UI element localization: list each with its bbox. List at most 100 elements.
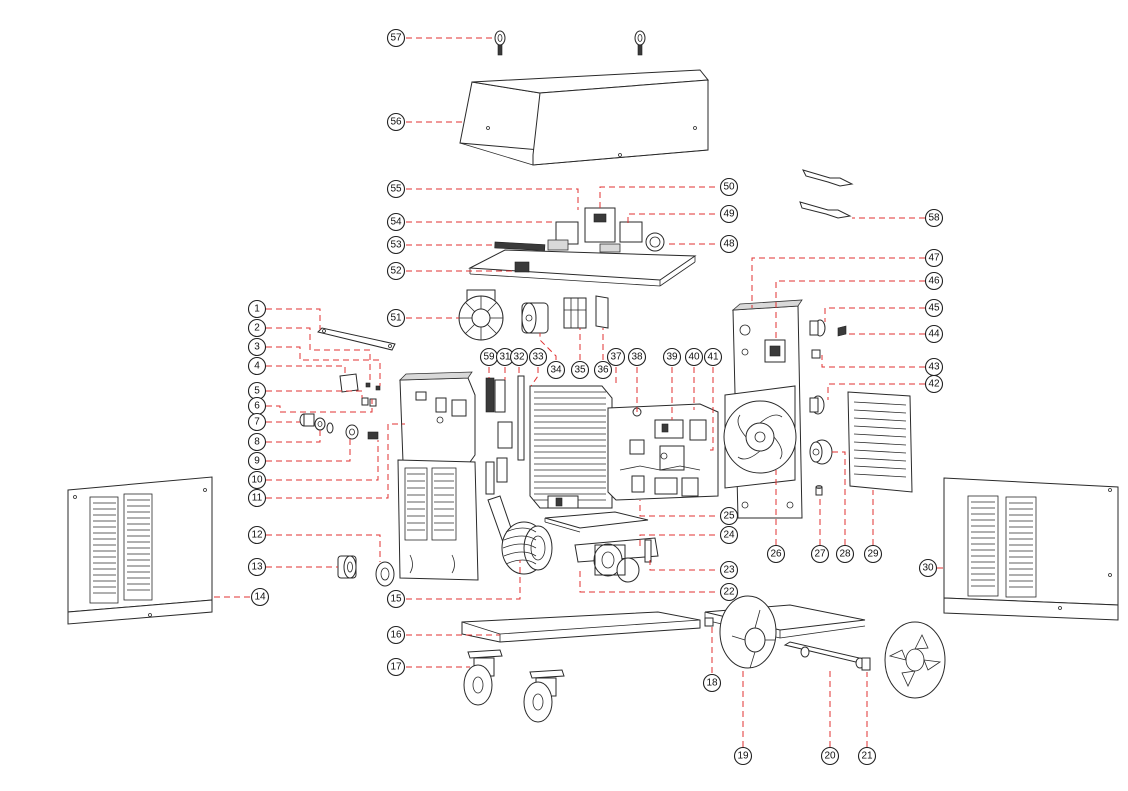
cylinder-part (521, 302, 549, 334)
knob-part (337, 555, 395, 587)
svg-text:18: 18 (706, 678, 718, 689)
eye-bolt-part (494, 30, 646, 56)
callout-54: 54 (386, 212, 406, 232)
top-cover-part (459, 69, 709, 166)
upper-plate-part (468, 207, 697, 287)
board-components-part (485, 375, 525, 495)
svg-text:14: 14 (254, 592, 266, 603)
callout-7: 7 (247, 412, 267, 432)
svg-text:54: 54 (390, 217, 402, 228)
callout-28: 28 (835, 544, 855, 564)
callout-4: 4 (247, 356, 267, 376)
callout-34: 34 (546, 360, 566, 380)
svg-text:17: 17 (390, 662, 402, 673)
callout-43: 43 (924, 357, 944, 377)
axle-part (783, 641, 869, 669)
callout-44: 44 (924, 324, 944, 344)
svg-text:39: 39 (666, 352, 678, 363)
svg-text:11: 11 (252, 493, 263, 504)
callout-21: 21 (857, 746, 877, 766)
callout-13: 13 (247, 557, 267, 577)
callout-20: 20 (820, 746, 840, 766)
svg-text:34: 34 (550, 365, 562, 376)
callout-39: 39 (662, 347, 682, 367)
svg-text:59: 59 (483, 352, 495, 363)
callout-6: 6 (247, 396, 267, 416)
right-wheel-part (861, 621, 946, 699)
terminal-block-part (563, 297, 587, 329)
svg-text:40: 40 (688, 352, 700, 363)
svg-text:49: 49 (723, 209, 735, 220)
svg-text:2: 2 (254, 323, 260, 334)
callout-1: 1 (247, 299, 267, 319)
callout-27: 27 (810, 544, 830, 564)
svg-text:4: 4 (254, 361, 260, 372)
svg-text:6: 6 (254, 401, 260, 412)
callout-24: 24 (719, 525, 739, 545)
callout-38: 38 (627, 347, 647, 367)
callout-52: 52 (386, 261, 406, 281)
svg-text:24: 24 (723, 530, 735, 541)
svg-text:25: 25 (723, 511, 735, 522)
svg-text:12: 12 (251, 530, 263, 541)
svg-text:37: 37 (610, 352, 622, 363)
svg-text:58: 58 (928, 213, 940, 224)
svg-text:1: 1 (254, 304, 260, 315)
parts-drawing (67, 30, 1119, 723)
svg-text:33: 33 (532, 352, 544, 363)
left-side-panel-part (67, 476, 213, 625)
callout-33: 33 (528, 347, 548, 367)
svg-text:36: 36 (597, 365, 609, 376)
callout-26: 26 (766, 544, 786, 564)
svg-text:13: 13 (251, 562, 263, 573)
callout-19: 19 (733, 746, 753, 766)
callout-55: 55 (386, 179, 406, 199)
callout-49: 49 (719, 204, 739, 224)
callout-10: 10 (247, 470, 267, 490)
svg-text:46: 46 (928, 276, 940, 287)
svg-text:43: 43 (928, 362, 940, 373)
svg-text:9: 9 (254, 456, 260, 467)
svg-text:35: 35 (574, 365, 586, 376)
base-tray-part (461, 611, 701, 643)
svg-text:16: 16 (390, 630, 402, 641)
power-board-part (607, 403, 719, 501)
svg-text:19: 19 (737, 751, 749, 762)
svg-text:38: 38 (631, 352, 643, 363)
svg-text:51: 51 (390, 313, 402, 324)
right-side-panel-part (943, 477, 1119, 621)
callout-11: 11 (247, 488, 267, 508)
svg-text:44: 44 (928, 329, 940, 340)
callout-42: 42 (924, 374, 944, 394)
svg-text:41: 41 (707, 352, 719, 363)
callout-45: 45 (924, 298, 944, 318)
callout-3: 3 (247, 337, 267, 357)
front-panel-part (397, 371, 479, 581)
svg-text:30: 30 (922, 563, 934, 574)
svg-text:7: 7 (254, 417, 260, 428)
bracket-part (595, 295, 609, 329)
svg-text:22: 22 (723, 587, 735, 598)
svg-text:45: 45 (928, 303, 940, 314)
callout-9: 9 (247, 451, 267, 471)
callout-41: 41 (703, 347, 723, 367)
callout-58: 58 (924, 208, 944, 228)
svg-text:29: 29 (867, 549, 879, 560)
leader-lines (212, 37, 944, 747)
clip-part (799, 169, 854, 219)
callout-30: 30 (918, 558, 938, 578)
small-fittings-part (299, 373, 381, 440)
svg-text:48: 48 (723, 239, 735, 250)
callout-22: 22 (719, 582, 739, 602)
svg-text:26: 26 (770, 549, 782, 560)
callout-25: 25 (719, 506, 739, 526)
callout-15: 15 (386, 589, 406, 609)
callout-53: 53 (386, 235, 406, 255)
callout-16: 16 (386, 625, 406, 645)
rear-connector-part (809, 319, 847, 415)
svg-text:32: 32 (513, 352, 525, 363)
callout-37: 37 (606, 347, 626, 367)
callout-31: 31 (495, 347, 515, 367)
svg-text:53: 53 (390, 240, 402, 251)
